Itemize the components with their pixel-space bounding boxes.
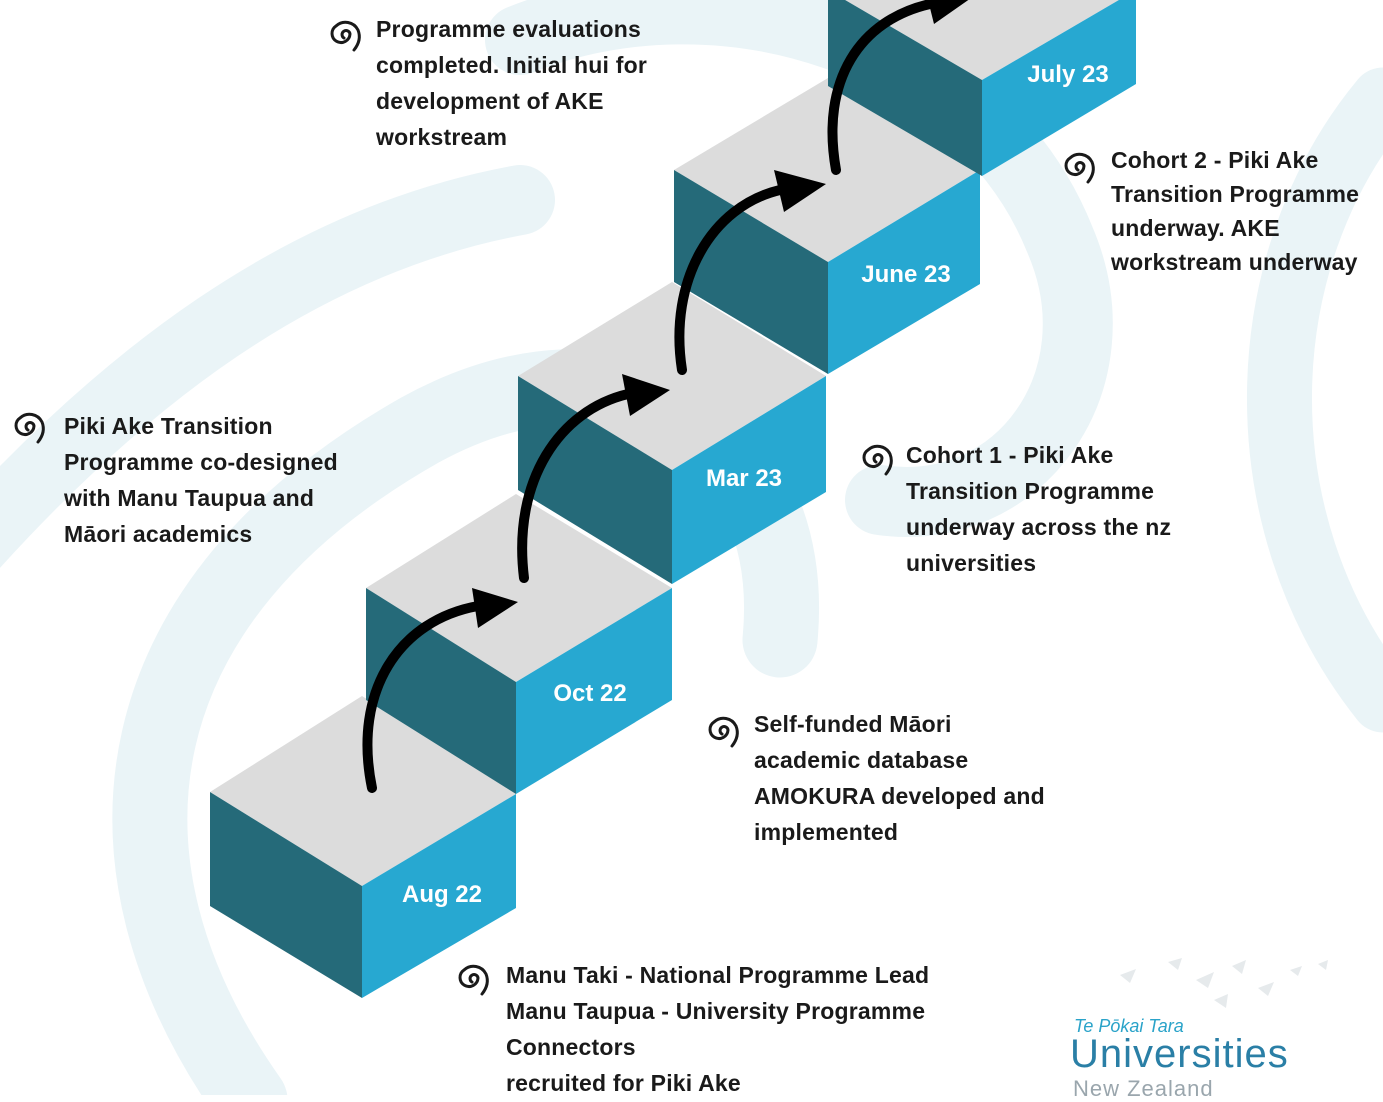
step-date-mar-23: Mar 23 xyxy=(705,465,783,492)
milestone-mar-23: Cohort 1 - Piki Ake Transition Programme… xyxy=(906,442,1172,576)
milestone-evaluations: Programme evaluations completed. Initial… xyxy=(376,16,647,150)
logo-birds xyxy=(1120,958,1328,1008)
step-mar-23 xyxy=(518,282,826,584)
koru-icon xyxy=(708,716,739,748)
step-date-aug-22: Aug 22 xyxy=(401,881,482,908)
arrow-1 xyxy=(362,601,483,793)
milestone-codesign: Piki Ake Transition Programme co-designe… xyxy=(64,413,338,547)
arrow-4 xyxy=(827,0,935,175)
steps xyxy=(210,0,1136,998)
arrow-2 xyxy=(517,389,633,583)
logo-name: Universities xyxy=(1070,1032,1289,1076)
step-aug-22 xyxy=(210,696,516,998)
koru-icon xyxy=(330,20,361,52)
progress-arrows xyxy=(362,0,969,793)
koru-icon xyxy=(862,444,893,476)
koru-icon xyxy=(1064,152,1095,184)
milestone-aug-22: Manu Taki - National Programme Lead Manu… xyxy=(506,962,930,1096)
logo-tagline: Te Pōkai Tara xyxy=(1074,1016,1184,1036)
milestone-oct-22: Self-funded Māori academic database AMOK… xyxy=(754,711,1045,845)
koru-icon xyxy=(14,412,45,444)
step-date-june-23: June 23 xyxy=(861,261,951,288)
milestone-july-23: Cohort 2 - Piki Ake Transition Programme… xyxy=(1111,147,1360,275)
koru-icon xyxy=(458,964,489,996)
step-date-oct-22: Oct 22 xyxy=(553,680,627,707)
arrow-3 xyxy=(674,185,785,375)
logo-subname: New Zealand xyxy=(1073,1076,1214,1101)
step-date-july-23: July 23 xyxy=(1027,61,1109,88)
